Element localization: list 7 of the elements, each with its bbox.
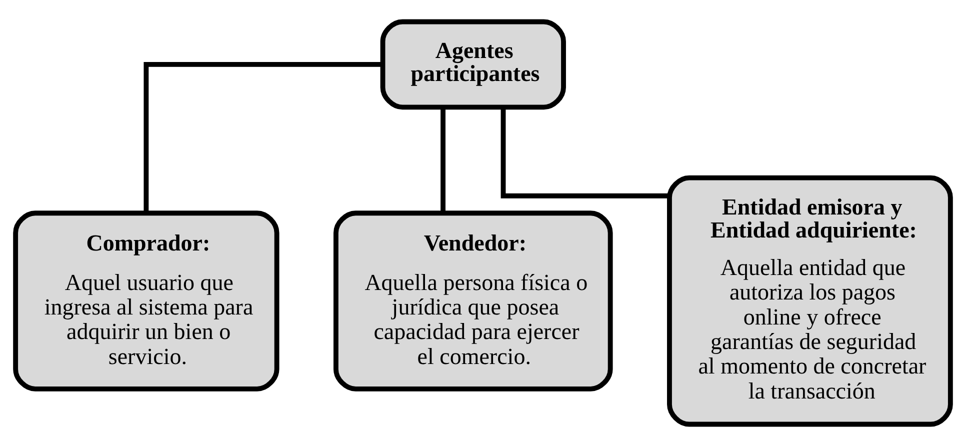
node-box: Vendedor: Aquella persona física o jurídica que posea capacidad para ejercer el comercio. xyxy=(333,210,612,391)
connector xyxy=(440,106,445,212)
node-box: Entidad emisora y Entidad adquiriente: Aquella entidad que autoriza los pagos online y ofrece garantías de seguridad al momento de concretar la transacción xyxy=(666,174,952,426)
node-box: Agentes participantes xyxy=(380,18,566,110)
node-box: Comprador: Aquel usuario que ingresa al sistema para adquirir un bien o servicio. xyxy=(12,210,279,391)
connector xyxy=(500,106,669,198)
connector xyxy=(143,61,382,212)
